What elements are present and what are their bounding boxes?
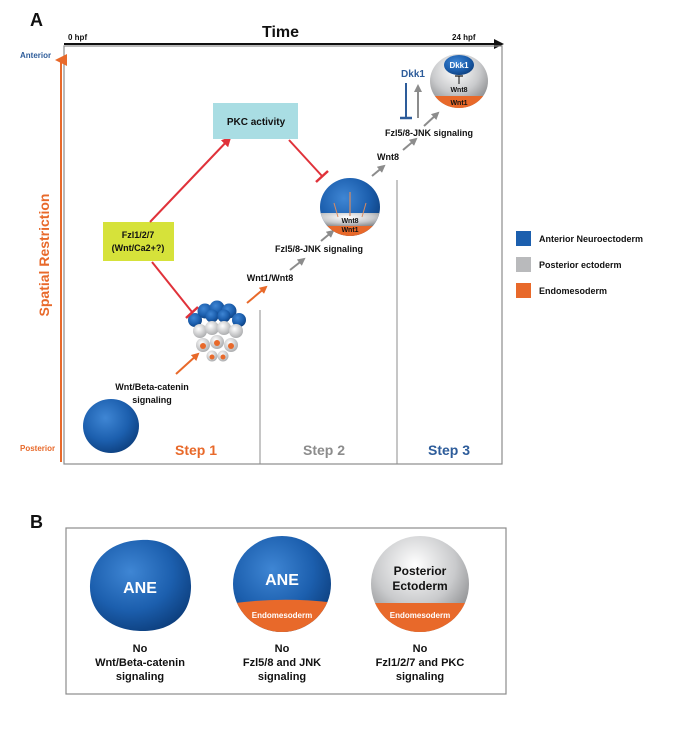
panel-b-frame: [65, 527, 507, 695]
wnt1-wnt8-label: Wnt1/Wnt8: [247, 273, 294, 283]
step2-gray-arrow-a: [289, 257, 306, 271]
embryo-step2: [320, 178, 380, 236]
legend-label-endomesoderm: Endomesoderm: [539, 286, 607, 296]
embryo-b3-caption-line2: Fzl1/2/7 and PKC: [376, 657, 465, 669]
pkc-inhibit-bar: [315, 170, 329, 183]
axis-title: Spatial Restriction: [36, 194, 52, 317]
embryo-b3-caption-line3: signaling: [396, 671, 444, 683]
embryo-b2-caption-line2: Fzl5/8 and JNK: [243, 657, 321, 669]
wnt8-between-label: Wnt8: [377, 152, 399, 162]
pkc-activity-label: PKC activity: [227, 117, 286, 128]
pkc-activity-box: [213, 103, 298, 139]
embryo-b3-label-line1: Posterior: [394, 564, 447, 578]
step3-label: Step 3: [428, 442, 470, 458]
legend-label-posterior-ectoderm: Posterior ectoderm: [539, 260, 622, 270]
embryo-b1-caption-line1: No: [133, 643, 148, 655]
embryo-b1-caption-line2: Wnt/Beta-catenin: [95, 657, 185, 669]
legend-label-anterior-neuroectoderm: Anterior Neuroectoderm: [539, 234, 643, 244]
step2-label: Step 2: [303, 442, 345, 458]
fzl58-jnk-step3-label: Fzl5/8-JNK signaling: [385, 128, 473, 138]
embryo-b2-label: ANE: [265, 572, 299, 589]
wnt8-embryo2-label: Wnt8: [341, 218, 358, 225]
step2-gray-arrow-b: [320, 229, 335, 242]
time-title: Time: [262, 24, 299, 41]
panel-b-label: B: [30, 512, 43, 532]
legend-swatch-posterior-ectoderm: [516, 257, 531, 272]
dkk1-left-label: Dkk1: [401, 69, 425, 80]
embryo-b3-caption-line1: No: [413, 643, 428, 655]
wnt-beta-arrow: [175, 352, 200, 375]
time-end-label: 24 hpf: [452, 33, 476, 42]
embryo-b1-label: ANE: [123, 580, 157, 597]
axis-anterior-label: Anterior: [20, 51, 51, 60]
panel-a-label: A: [30, 10, 43, 30]
embryo-b3-label-line2: Ectoderm: [392, 579, 447, 593]
dkk1-embryo-label: Dkk1: [449, 61, 469, 70]
embryo-b2-endo-label: Endomesoderm: [252, 611, 312, 620]
pkc-inhibit-line: [288, 139, 323, 177]
embryo-b2-caption-line3: signaling: [258, 671, 306, 683]
step3-gray-arrow-c: [423, 111, 440, 127]
embryo-b2-caption-line1: No: [275, 643, 290, 655]
fzl-to-pkc-arrow: [149, 136, 232, 223]
fzl127-label-line2: (Wnt/Ca2+?): [112, 243, 165, 253]
wnt-beta-label-line1: Wnt/Beta-catenin: [115, 382, 189, 392]
embryo-b1-caption-line3: signaling: [116, 671, 164, 683]
axis-posterior-label: Posterior: [20, 444, 55, 453]
wnt-beta-label-line2: signaling: [132, 395, 172, 405]
embryo-initial: [83, 399, 139, 453]
step1-label: Step 1: [175, 442, 217, 458]
legend-swatch-anterior-neuroectoderm: [516, 231, 531, 246]
step3-gray-arrow-a: [371, 164, 386, 177]
fzl127-label-line1: Fzl1/2/7: [122, 230, 155, 240]
fzl-inhibit-bar: [185, 306, 199, 319]
time-start-label: 0 hpf: [68, 33, 87, 42]
wnt1-wnt8-arrow: [246, 285, 268, 304]
embryo-b3: [371, 536, 469, 632]
wnt1-embryo2-label: Wnt1: [341, 227, 358, 234]
wnt1-embryo3-label: Wnt1: [450, 100, 467, 107]
embryo-b1: [89, 539, 192, 632]
fzl-inhibit-line: [151, 261, 193, 313]
legend-swatch-endomesoderm: [516, 283, 531, 298]
wnt8-embryo3-label: Wnt8: [450, 87, 467, 94]
panel-a-frame: [63, 45, 503, 465]
fzl127-box: [103, 222, 174, 261]
legend: Anterior Neuroectoderm Posterior ectoder…: [516, 231, 643, 298]
step3-gray-arrow-b: [402, 137, 418, 151]
embryo-step1-cluster: [188, 300, 246, 362]
embryo-b3-endo-label: Endomesoderm: [390, 611, 450, 620]
fzl58-jnk-step2-label: Fzl5/8-JNK signaling: [275, 244, 363, 254]
